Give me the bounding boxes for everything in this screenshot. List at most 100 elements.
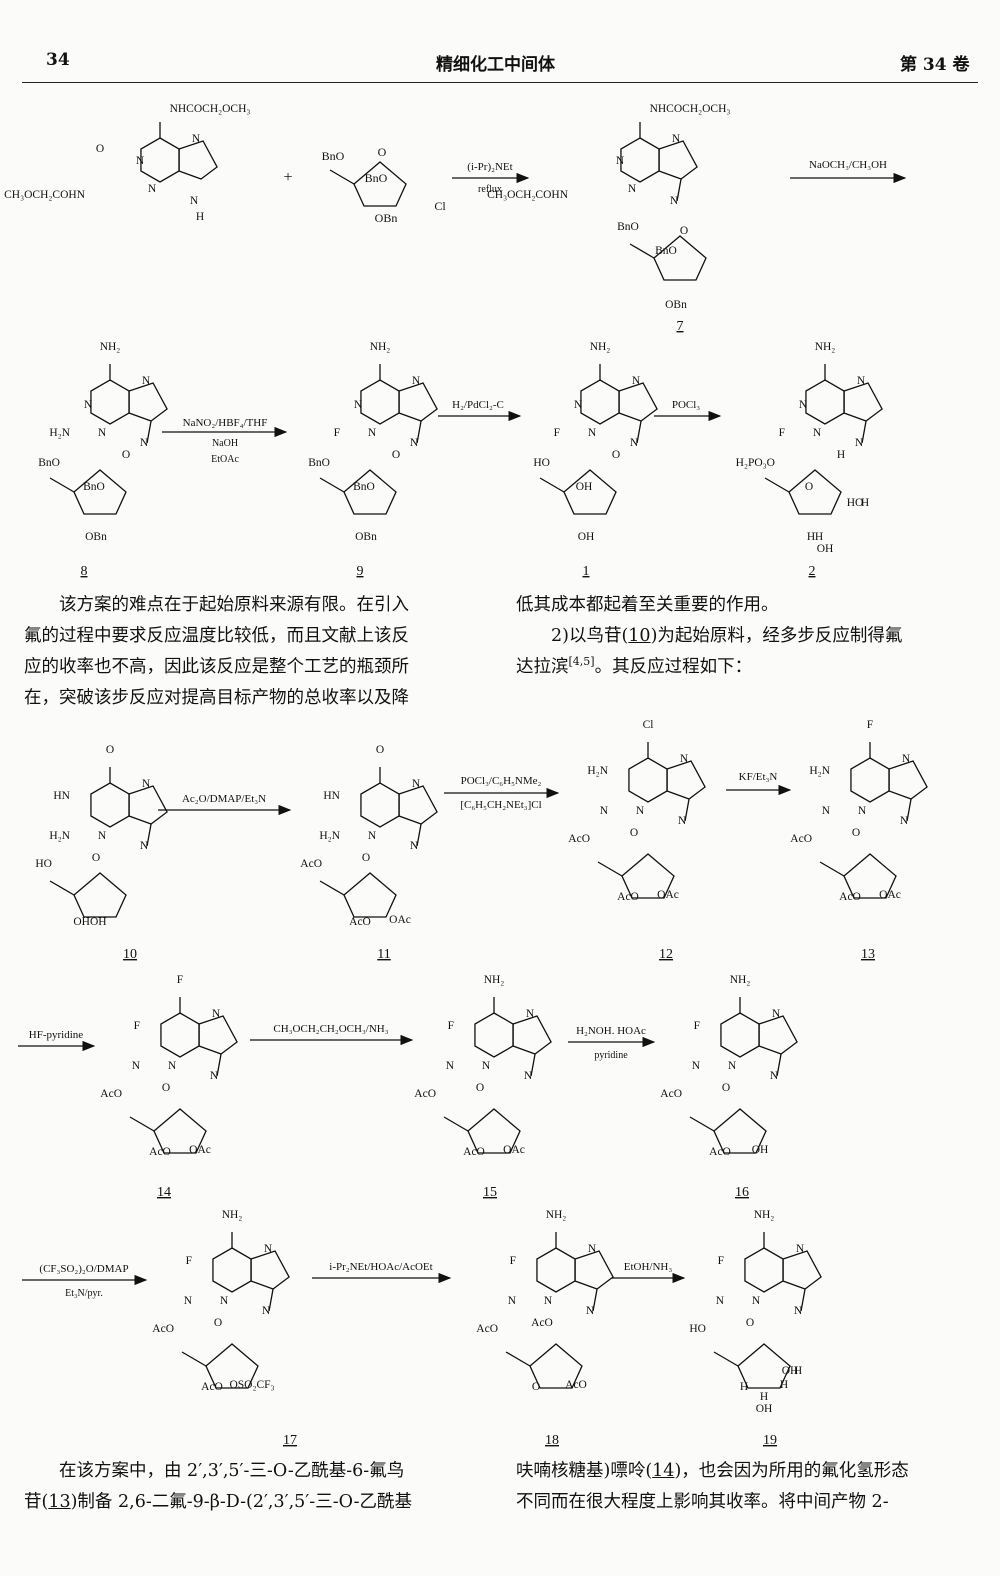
- c11-atom-label: O: [376, 744, 384, 756]
- c1-furanose-ring: [563, 469, 617, 515]
- text-line: 氟的过程中要求反应温度比较低，而且文献上该反: [24, 626, 409, 646]
- c7-atom-label: BnO: [617, 221, 639, 233]
- c14-atom-label: O: [162, 1082, 170, 1094]
- c17-atom-label: AcO: [201, 1381, 223, 1393]
- c9-atom-label: N: [354, 399, 363, 411]
- text-line: 苷(13)制备 2,6-二氟-9-β-D-(2′,3′,5′-三-O-乙酰基: [24, 1487, 476, 1518]
- reactant_base-atom-label: N: [136, 155, 145, 167]
- c11-imidazole-ring: [398, 785, 438, 825]
- c18-atom-label: N: [586, 1305, 595, 1317]
- c19-atom-label: H: [740, 1381, 748, 1393]
- text-line: 在，突破该步反应对提高目标产物的总收率以及降: [24, 688, 409, 708]
- arrow-b2-reagent: POCl₃/C₆H₅NMe₂: [461, 775, 542, 787]
- c19-atom-label: N: [716, 1295, 725, 1307]
- reactant_base-atom-label: H: [196, 211, 204, 223]
- c8-atom-label: N: [140, 437, 149, 449]
- c19-glycosidic-bond: [800, 1288, 806, 1312]
- c18-imidazole-ring: [574, 1250, 614, 1290]
- c17-atom-label: AcO: [152, 1323, 174, 1335]
- paragraph-left-1: 该方案的难点在于起始原料来源有限。在引入 氟的过程中要求反应温度比较低，而且文献…: [24, 590, 476, 714]
- c12-pyrimidine-ring: [628, 757, 668, 803]
- c11-atom-label: AcO: [300, 858, 322, 870]
- c11-atom-label: N: [410, 840, 419, 852]
- c19-atom-label: NH₂: [754, 1209, 775, 1221]
- chlorosugar-furanose-ring: [353, 161, 407, 207]
- c16-compound-number: 16: [735, 1185, 749, 1200]
- reactant_base-atom-label: NHCOCH₂OCH₃: [170, 103, 251, 115]
- text-span: )，也会因为所用的氟化氢形态: [674, 1461, 909, 1481]
- paragraph-right-1: 低其成本都起着至关重要的作用。 2)以鸟苷(10)为起始原料，经多步反应制得氟 …: [516, 590, 972, 683]
- paragraph-left-2: 在该方案中，由 2′,3′,5′-三-O-乙酰基-6-氟鸟 苷(13)制备 2,…: [24, 1456, 476, 1518]
- arrow-a3-reagent: NaNO₂/HBF₄/THF: [183, 417, 268, 429]
- c9-atom-label: N: [412, 375, 421, 387]
- arrow-a1-reagent: (i-Pr)₂NEt: [467, 161, 512, 173]
- c13-atom-label: N: [858, 805, 867, 817]
- c13-glycosidic-bond: [906, 798, 912, 822]
- text-line: 应的收率也不高，因此该反应是整个工艺的瓶颈所: [24, 657, 409, 677]
- c13-atom-label: AcO: [839, 891, 861, 903]
- c1-atom-label: HO: [533, 457, 550, 469]
- c2-compound-number: 2: [809, 564, 816, 579]
- c14-imidazole-ring: [198, 1015, 238, 1055]
- c12-atom-label: N: [680, 753, 689, 765]
- c11-glycosidic-bond: [416, 823, 422, 847]
- c16-furanose-ring: [713, 1108, 767, 1154]
- c14-furanose-ring: [153, 1108, 207, 1154]
- c7-imidazole-ring: [658, 140, 698, 180]
- c19-atom-label: H: [794, 1365, 802, 1377]
- c15-atom-label: AcO: [414, 1088, 436, 1100]
- c17-atom-label: O: [214, 1317, 222, 1329]
- text-span: )制备 2,6-二氟-9-β-D-(2′,3′,5′-三-O-乙酰基: [70, 1492, 413, 1512]
- c2-atom-label: H: [837, 449, 845, 461]
- c8-atom-label: BnO: [83, 481, 105, 493]
- c19-atom-label: N: [752, 1295, 761, 1307]
- c19-compound-number: 19: [763, 1433, 777, 1448]
- arrow-b9-reagent: EtOH/NH₃: [624, 1261, 673, 1273]
- c17-furanose-ring: [205, 1343, 259, 1389]
- c17-atom-label: N: [220, 1295, 229, 1307]
- c10-atom-label: O: [92, 852, 100, 864]
- c9-atom-label: N: [368, 427, 377, 439]
- c8-glycosidic-bond: [146, 420, 152, 444]
- c15-atom-label: O: [476, 1082, 484, 1094]
- c18-atom-label: AcO: [565, 1379, 587, 1391]
- c1-atom-label: O: [612, 449, 620, 461]
- c14-compound-number: 14: [157, 1185, 171, 1200]
- arrow-b1-reagent: Ac₂O/DMAP/Et₃N: [182, 793, 266, 805]
- c16-atom-label: N: [772, 1008, 781, 1020]
- c11-c5-bond: [319, 880, 345, 896]
- c14-glycosidic-bond: [216, 1053, 222, 1077]
- c2-pyrimidine-ring: [805, 379, 845, 425]
- c7-compound-number: 7: [677, 319, 684, 334]
- c17-compound-number: 17: [283, 1433, 297, 1448]
- c2-atom-label: N: [857, 375, 866, 387]
- c11-compound-number: 11: [377, 947, 390, 962]
- c1-atom-label: N: [588, 427, 597, 439]
- arrow-b7-condition: Et₃N/pyr.: [65, 1288, 103, 1299]
- c19-imidazole-ring: [782, 1250, 822, 1290]
- c8-atom-label: N: [142, 375, 151, 387]
- c1-atom-label: N: [574, 399, 583, 411]
- c14-atom-label: F: [134, 1020, 140, 1032]
- c10-imidazole-ring: [128, 785, 168, 825]
- c7-atom-label: O: [680, 225, 688, 237]
- c12-compound-number: 12: [659, 947, 673, 962]
- c14-atom-label: AcO: [149, 1146, 171, 1158]
- c16-imidazole-ring: [758, 1015, 798, 1055]
- c19-atom-label: HO: [689, 1323, 706, 1335]
- c10-furanose-ring: [73, 872, 127, 918]
- c15-furanose-ring: [467, 1108, 521, 1154]
- c1-c5-bond: [539, 477, 565, 493]
- c14-atom-label: N: [168, 1060, 177, 1072]
- text-line: 不同而在很大程度上影响其收率。将中间产物 2-: [516, 1492, 889, 1512]
- c13-atom-label: H₂N: [809, 765, 830, 777]
- c10-atom-label: HO: [35, 858, 52, 870]
- arrow-a1-condition: reflux: [478, 184, 502, 195]
- c10-atom-label: HN: [53, 790, 70, 802]
- reactant_base-atom-label: N: [148, 183, 157, 195]
- compound-ref: 14: [652, 1461, 675, 1481]
- c15-pyrimidine-ring: [474, 1012, 514, 1058]
- text-line: 低其成本都起着至关重要的作用。: [516, 595, 779, 615]
- c7-atom-label: N: [616, 155, 625, 167]
